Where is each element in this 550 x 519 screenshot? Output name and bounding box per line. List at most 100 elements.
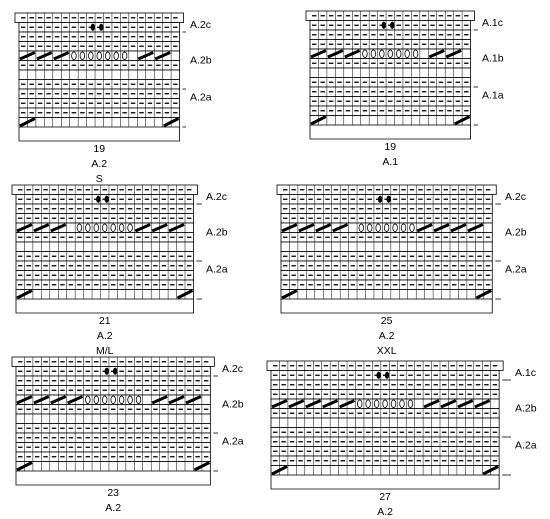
grid-row: [18, 41, 180, 52]
cable-slash: [271, 399, 288, 409]
cable-slash: [281, 223, 298, 233]
section-label: A.2c: [505, 191, 526, 203]
grid-row: [15, 213, 194, 224]
oval-stitch: [367, 223, 373, 232]
diagram-name: A.2: [97, 330, 113, 342]
grid-row: [15, 289, 194, 300]
diagram-name: A.2: [91, 158, 107, 170]
cable-slash: [453, 115, 471, 126]
section-label: A.2b: [505, 226, 527, 238]
grid-row: [309, 77, 471, 88]
grid-row: [15, 442, 211, 453]
cable-slash: [168, 395, 185, 405]
cable-slash: [305, 399, 322, 409]
bobble-dot: [104, 367, 109, 375]
section-label: A.1c: [482, 17, 503, 29]
grid-row: [15, 432, 211, 443]
bobble-dot: [104, 195, 109, 203]
oval-stitch: [113, 51, 119, 60]
grid-row: [309, 115, 471, 126]
diagram-name: A.2: [377, 506, 393, 518]
section-label: A.2a: [222, 435, 244, 447]
bobble-dot: [390, 21, 395, 29]
cable-slash: [423, 399, 440, 409]
width-bracket: [309, 125, 471, 140]
bobble-dot: [112, 367, 118, 375]
section-label: A.2a: [190, 91, 212, 103]
grid-row: [11, 184, 198, 195]
diagram-name: A.2: [379, 330, 395, 342]
oval-stitch: [88, 51, 94, 60]
size-label: XL: [107, 517, 120, 519]
cable-slash: [428, 49, 445, 59]
cable-slash: [151, 223, 168, 233]
section-label: A.2b: [222, 398, 244, 410]
cable-slash: [19, 51, 36, 61]
oval-stitch: [102, 395, 108, 404]
oval-stitch: [358, 223, 364, 232]
width-bracket: [15, 471, 211, 486]
grid-row: [280, 232, 493, 243]
grid-row: [15, 203, 194, 214]
grid-row: [309, 48, 471, 59]
oval-stitch: [71, 51, 77, 60]
section-label: A.2b: [515, 402, 537, 414]
bobble-dot: [96, 195, 101, 203]
cable-slash: [33, 395, 50, 405]
oval-stitch: [412, 49, 419, 58]
grid-row: [305, 10, 475, 21]
oval-stitch: [375, 223, 381, 232]
oval-stitch: [379, 49, 385, 58]
grid-row: [15, 222, 194, 233]
bobble-dot: [90, 23, 96, 31]
grid-row: [270, 379, 500, 390]
stitch-count: 27: [379, 491, 391, 503]
oval-stitch: [102, 223, 108, 232]
cable-slash: [315, 223, 332, 233]
cable-slash: [33, 223, 50, 233]
grid-row: [280, 194, 493, 205]
grid-row: [280, 203, 493, 214]
grid-row: [14, 12, 184, 23]
oval-stitch: [79, 51, 86, 60]
bobble-dot: [377, 195, 383, 203]
grid-row: [18, 79, 180, 90]
bobble-dot: [384, 371, 390, 379]
grid-row: [280, 241, 493, 252]
cable-slash: [154, 51, 171, 61]
grid-row: [15, 423, 211, 434]
cable-slash: [271, 465, 288, 476]
cable-slash: [475, 289, 492, 300]
cable-slash: [281, 289, 298, 300]
cable-slash: [416, 223, 433, 233]
grid-row: [15, 279, 194, 290]
oval-stitch: [373, 399, 380, 408]
cable-slash: [16, 461, 33, 472]
grid-row: [309, 20, 471, 31]
stitch-count: 21: [99, 315, 111, 327]
oval-stitch: [96, 51, 102, 60]
cable-slash: [450, 223, 467, 233]
cable-slash: [474, 399, 491, 409]
grid-row: [15, 232, 194, 243]
grid-row: [18, 117, 180, 128]
section-label: A.1c: [515, 367, 536, 379]
cable-slash: [322, 399, 339, 409]
oval-stitch: [110, 223, 116, 232]
diagram-name: A.2: [105, 502, 121, 514]
grid-row: [270, 436, 500, 447]
section-label: A.1b: [482, 52, 504, 64]
grid-row: [18, 22, 180, 33]
cable-slash: [339, 399, 356, 409]
oval-stitch: [105, 51, 111, 60]
oval-stitch: [135, 395, 142, 404]
grid-row: [309, 29, 471, 40]
oval-stitch: [357, 399, 363, 408]
grid-row: [270, 370, 500, 381]
stitch-count: 23: [107, 487, 119, 499]
section-label: A.2b: [190, 54, 212, 66]
oval-stitch: [382, 399, 388, 408]
